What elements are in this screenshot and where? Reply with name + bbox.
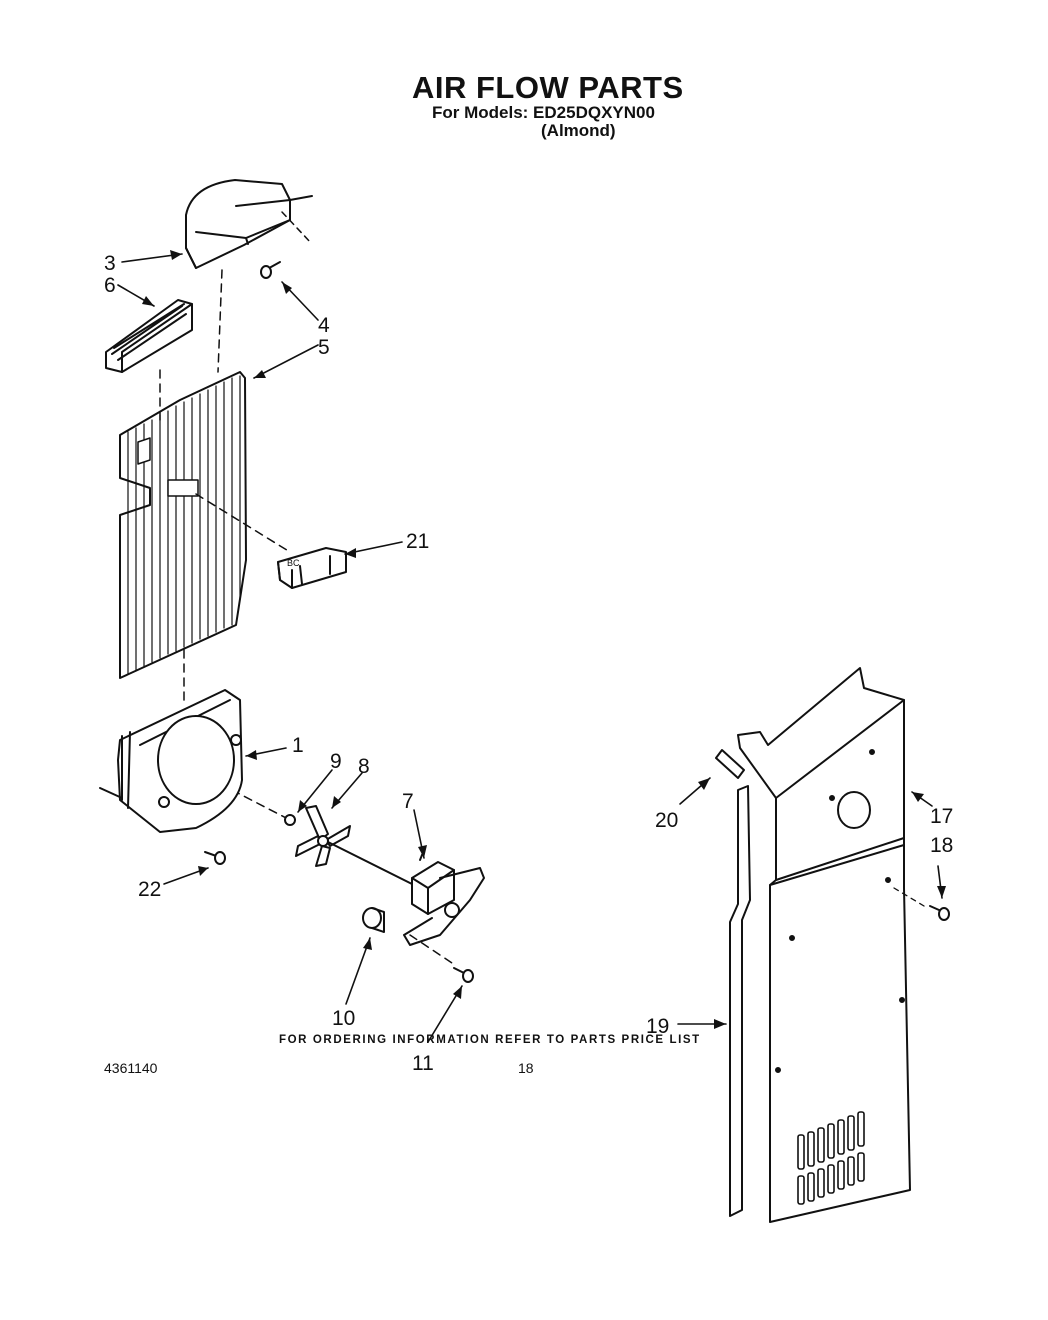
part-22-screw — [204, 851, 226, 865]
callout-5: 5 — [318, 336, 330, 359]
part-21-bracket: BC — [277, 547, 347, 589]
callout-1: 1 — [292, 734, 304, 757]
document-number: 4361140 — [104, 1060, 158, 1076]
part-11-screw — [453, 967, 474, 983]
leader-arrowheads — [142, 250, 946, 1029]
part-10-grommet — [362, 907, 385, 933]
callout-22: 22 — [138, 878, 161, 901]
part-19-liner-strip — [729, 785, 751, 1217]
svg-text:BC: BC — [287, 558, 300, 568]
ordering-note: FOR ORDERING INFORMATION REFER TO PARTS … — [279, 1034, 701, 1046]
callout-17: 17 — [930, 805, 953, 828]
callout-4: 4 — [318, 314, 330, 337]
callout-8: 8 — [358, 755, 370, 778]
callout-9: 9 — [330, 750, 342, 773]
callout-21: 21 — [406, 530, 429, 553]
callout-10: 10 — [332, 1007, 355, 1030]
part-20-strip — [715, 749, 745, 779]
part-6-grille — [105, 299, 193, 373]
part-5-evaporator-cover — [119, 371, 247, 679]
page-title: AIR FLOW PARTS — [412, 70, 684, 105]
part-4-screw — [260, 261, 281, 279]
callout-3: 3 — [104, 252, 116, 275]
callout-7: 7 — [402, 790, 414, 813]
assembly-lines — [159, 269, 456, 966]
page-number: 18 — [518, 1060, 534, 1076]
part-18-screw — [893, 887, 950, 921]
part-17-rear-panel — [737, 667, 911, 1223]
callout-numbers: 3 6 4 5 21 1 9 8 7 22 10 11 20 17 18 19 — [104, 252, 953, 1075]
callout-20: 20 — [655, 809, 678, 832]
part-3-duct-cover — [185, 179, 313, 269]
part-7-fan-motor — [403, 849, 485, 946]
part-9-nut — [284, 814, 296, 826]
color-line: (Almond) — [541, 121, 616, 140]
callout-11: 11 — [412, 1052, 434, 1075]
part-1-fan-shroud — [99, 689, 243, 833]
part-8-fan-blade — [295, 805, 413, 885]
callout-19: 19 — [646, 1015, 669, 1038]
callout-6: 6 — [104, 274, 116, 297]
callout-18: 18 — [930, 834, 953, 857]
models-line: For Models: ED25DQXYN00 — [432, 103, 655, 122]
